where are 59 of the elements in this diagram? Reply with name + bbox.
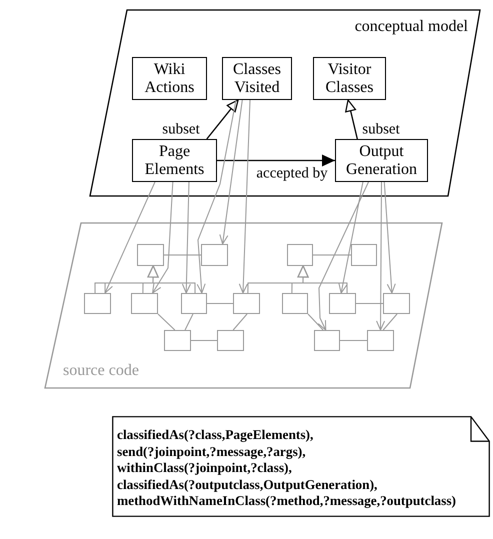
class-box xyxy=(351,244,377,266)
connector-line xyxy=(356,303,384,304)
class-box xyxy=(181,293,207,314)
box-text: Wiki Actions xyxy=(144,60,196,96)
class-box xyxy=(217,330,244,351)
box-text: Visitor Classes xyxy=(324,60,374,96)
arrow xyxy=(297,265,348,294)
connector-line xyxy=(158,314,176,330)
arrow xyxy=(217,154,335,166)
query-text: classifiedAs(?outputclass,OutputGeneration), xyxy=(117,476,378,493)
arrow xyxy=(147,265,196,294)
connector-line xyxy=(164,254,202,256)
concept-box xyxy=(132,57,207,100)
connector-line xyxy=(340,340,368,341)
arrow xyxy=(182,182,191,294)
class-box xyxy=(164,330,191,351)
arrow xyxy=(318,182,369,330)
connector-line xyxy=(382,314,398,330)
class-box xyxy=(201,244,228,266)
arrow xyxy=(152,182,174,294)
concept-box xyxy=(132,139,217,182)
connector-line xyxy=(184,314,194,330)
arrow xyxy=(238,100,250,294)
connector-line xyxy=(312,254,352,256)
class-box xyxy=(367,330,394,351)
class-box xyxy=(383,293,410,314)
arrow xyxy=(376,182,386,330)
class-box xyxy=(287,244,313,266)
box-text: Classes Visited xyxy=(232,60,282,96)
box-text: Output Generation xyxy=(344,142,418,178)
region-title: source code xyxy=(63,362,139,380)
arrow xyxy=(345,99,358,140)
class-box xyxy=(282,293,308,314)
connector-line xyxy=(232,314,248,330)
concept-box xyxy=(335,139,428,182)
arrow xyxy=(206,99,239,140)
connector-line xyxy=(190,340,218,341)
query-text: classifiedAs(?class,PageElements), xyxy=(117,427,314,444)
class-box xyxy=(329,293,356,314)
arrow xyxy=(384,182,396,294)
edge-label: accepted by xyxy=(255,166,329,182)
class-box xyxy=(233,293,260,314)
arrow xyxy=(196,100,236,294)
query-text: withinClass(?joinpoint,?class), xyxy=(117,460,293,476)
class-box xyxy=(131,293,158,314)
concept-box xyxy=(222,57,292,100)
box-text: Page Elements xyxy=(144,142,206,178)
class-box xyxy=(314,330,340,351)
arrow xyxy=(338,182,364,294)
connector-line xyxy=(206,303,234,304)
arrow xyxy=(219,100,243,244)
region-title: conceptual model xyxy=(354,18,468,36)
query-text: methodWithNameInClass(?method,?message,?outputclass) xyxy=(117,493,457,510)
arrow xyxy=(104,182,156,294)
query-text: send(?joinpoint,?message,?args), xyxy=(117,444,307,460)
connector-line xyxy=(308,314,324,330)
class-box xyxy=(84,293,111,314)
class-box xyxy=(137,244,164,266)
concept-box xyxy=(313,57,386,100)
